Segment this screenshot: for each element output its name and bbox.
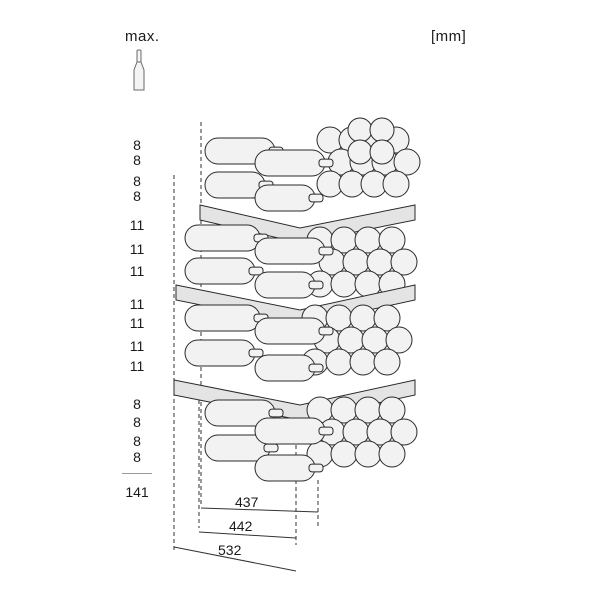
bottle-count-row: 8 [133,188,141,204]
bottle-icon [133,49,145,91]
bottle-neck [248,348,264,358]
bottle-end [330,270,358,298]
bottle-count-row: 11 [129,338,145,354]
dimension-442: 442 [229,518,253,534]
bottle-body [254,237,326,265]
bottle-end [330,440,358,468]
wine-rack-illustration [173,117,421,482]
bottle-neck [318,246,334,256]
bottle-neck [318,426,334,436]
bottle-body [254,354,316,382]
bottle-neck [308,463,324,473]
bottle-neck [318,326,334,336]
bottle-end [382,170,410,198]
max-label: max. [125,28,160,45]
bottle-neck [268,408,284,418]
bottle-end [390,248,418,276]
bottle-end [393,148,421,176]
bottle-count-row: 11 [129,263,145,279]
bottle-count-row: 8 [133,396,141,412]
bottle-body [184,339,256,367]
bottle-end [378,226,406,254]
bottle-count-row: 11 [129,296,145,312]
bottle-count-row: 8 [133,433,141,449]
bottle-neck [308,280,324,290]
bottle-end [349,348,377,376]
bottle-end [347,139,373,165]
dimension-lines [173,507,319,572]
bottle-neck [318,158,334,168]
bottle-total: 141 [125,484,149,500]
bottle-body [184,224,261,252]
bottle-count-row: 8 [133,449,141,465]
bottle-end [325,348,353,376]
bottle-count-row: 11 [129,315,145,331]
bottle-neck [308,193,324,203]
bottle-count-row: 8 [133,137,141,153]
bottle-end [354,440,382,468]
bottle-count-row: 8 [133,414,141,430]
bottle-end [378,396,406,424]
bottle-count-row: 11 [129,358,145,374]
bottle-end [373,348,401,376]
bottle-end [369,139,395,165]
bottle-neck [308,363,324,373]
dimension-437: 437 [235,494,259,510]
bottle-body [254,417,326,445]
bottle-end [373,304,401,332]
bottle-end [378,440,406,468]
bottle-body [254,271,316,299]
bottle-count-row: 8 [133,152,141,168]
bottle-count-row: 11 [129,217,145,233]
bottle-end [390,418,418,446]
bottle-end [385,326,413,354]
bottle-end [369,117,395,143]
bottle-body [254,184,316,212]
bottle-end [347,117,373,143]
bottle-body [254,317,326,345]
bottle-neck [248,266,264,276]
bottle-body [254,149,326,177]
unit-label: [mm] [431,28,467,45]
bottle-count-row: 8 [133,173,141,189]
bottle-body [184,304,261,332]
dimension-532: 532 [218,542,242,558]
bottle-body [184,257,256,285]
bottle-body [254,454,316,482]
bottle-count-row: 11 [129,241,145,257]
sum-divider [122,473,152,474]
bottle-neck [263,443,279,453]
